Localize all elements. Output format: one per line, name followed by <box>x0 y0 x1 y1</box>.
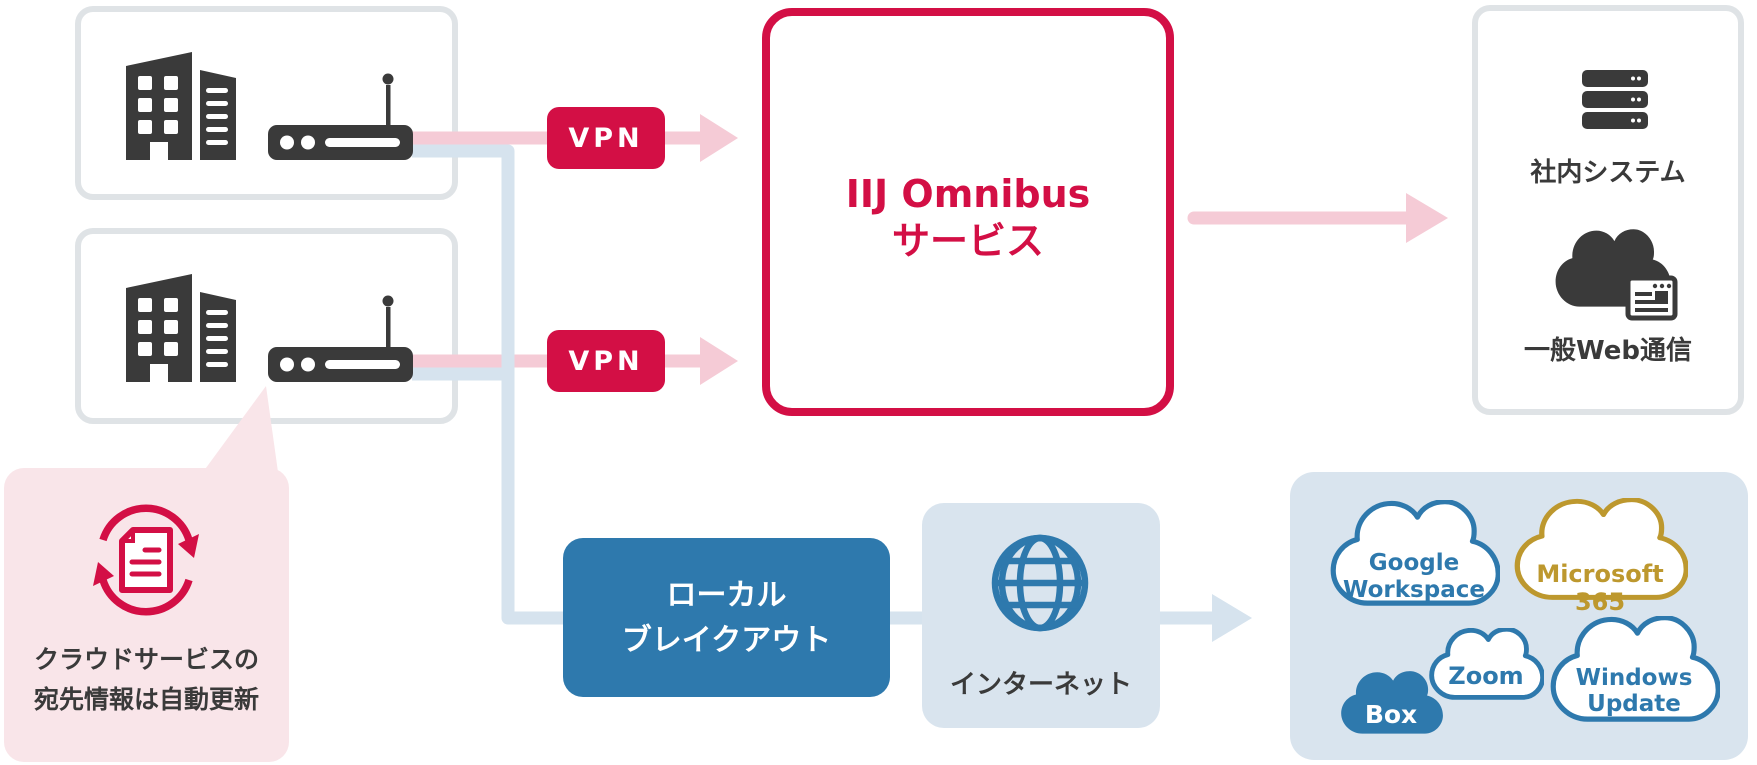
box-label: Box <box>1364 700 1418 729</box>
callout-line2: 宛先情報は自動更新 <box>33 685 259 714</box>
callout-text: クラウドサービスの 宛先情報は自動更新 <box>4 640 289 720</box>
blue-arrowhead <box>1212 594 1252 642</box>
internal-system-label: 社内システム <box>1530 158 1686 188</box>
windows-update-line2: Update <box>1587 691 1681 717</box>
site-box-1 <box>75 6 458 200</box>
general-web-label: 一般Web通信 <box>1524 336 1692 366</box>
callout-line1: クラウドサービスの <box>33 645 259 674</box>
google-workspace-label: Google Workspace <box>1328 550 1500 604</box>
internet-label: インターネット <box>949 670 1132 700</box>
vpn-arrowhead-1 <box>700 114 738 162</box>
zoom-label: Zoom <box>1448 662 1524 690</box>
windows-update-line1: Windows <box>1575 665 1693 691</box>
local-breakout-line2: ブレイクアウト <box>621 622 832 658</box>
vpn-badge-label: VPN <box>568 122 644 154</box>
microsoft-365-label: Microsoft 365 <box>1536 560 1664 616</box>
vpn-badge-1: VPN <box>547 107 665 169</box>
omnibus-title-line1: IIJ Omnibus <box>845 172 1091 216</box>
vpn-badge-label: VPN <box>568 345 644 377</box>
site-box-2 <box>75 228 458 424</box>
google-workspace-line2: Workspace <box>1343 577 1485 603</box>
google-workspace-line1: Google <box>1368 550 1460 576</box>
omnibus-service-box: IIJ Omnibus サービス <box>762 8 1174 416</box>
pink-arrowhead-destinations <box>1406 193 1448 243</box>
omnibus-title-line2: サービス <box>891 219 1044 263</box>
omnibus-title: IIJ Omnibus サービス <box>846 159 1091 265</box>
windows-update-label: Windows Update <box>1548 665 1720 717</box>
local-breakout-line1: ローカル <box>666 577 787 613</box>
vpn-badge-2: VPN <box>547 330 665 392</box>
local-breakout-box: ローカル ブレイクアウト <box>563 538 890 697</box>
local-breakout-label: ローカル ブレイクアウト <box>622 573 831 663</box>
vpn-arrowhead-2 <box>700 337 738 385</box>
